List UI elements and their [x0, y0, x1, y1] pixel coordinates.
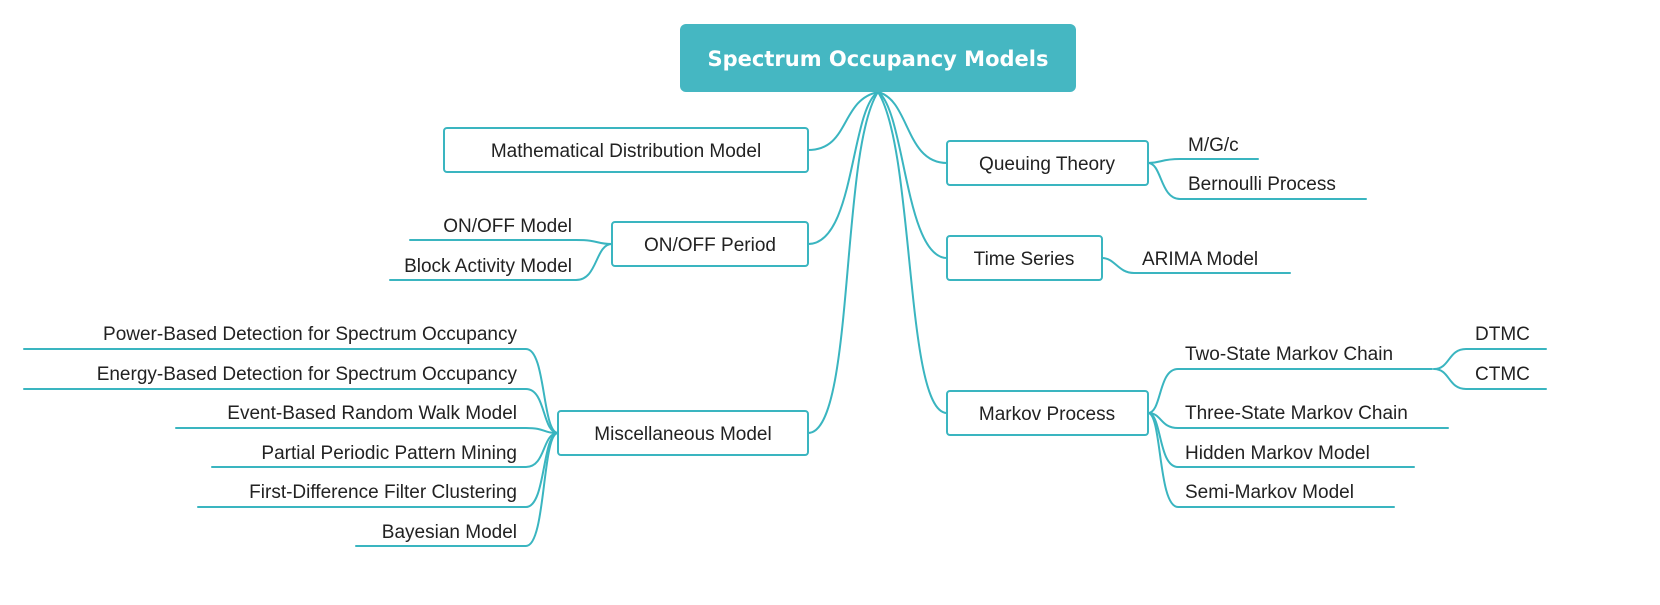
leaf-dtmc[interactable]: DTMC: [1475, 324, 1530, 345]
leaf-bernoulli-process[interactable]: Bernoulli Process: [1188, 174, 1336, 195]
branch-node-box: [611, 221, 809, 267]
leaf-onoff-model[interactable]: ON/OFF Model: [443, 216, 572, 237]
leaf-block-activity-model[interactable]: Block Activity Model: [404, 256, 572, 277]
leaf-three-state-markov-chain[interactable]: Three-State Markov Chain: [1185, 403, 1408, 424]
branch-node-box: [946, 140, 1149, 186]
leaf-ctmc[interactable]: CTMC: [1475, 364, 1530, 385]
leaf-two-state-markov-chain[interactable]: Two-State Markov Chain: [1185, 344, 1393, 365]
connector-block-activity: [389, 243, 613, 281]
branch-node-box: [946, 390, 1149, 436]
connector-markov-two-state: [1147, 368, 1433, 414]
branch-node-label: Queuing Theory: [979, 154, 1115, 175]
connector-misc-3: [175, 427, 559, 434]
root-node-label: Spectrum Occupancy Models: [708, 47, 1049, 71]
leaf-partial-periodic-pattern-mining[interactable]: Partial Periodic Pattern Mining: [261, 443, 517, 464]
leaf-hidden-markov-model[interactable]: Hidden Markov Model: [1185, 443, 1370, 464]
connector-misc-6: [355, 432, 559, 547]
leaf-bayesian-model[interactable]: Bayesian Model: [382, 522, 517, 543]
connector-queuing-bernoulli: [1147, 162, 1367, 200]
leaf-energy-based-detection[interactable]: Energy-Based Detection for Spectrum Occu…: [97, 364, 518, 385]
connector-onoff-model: [409, 239, 613, 245]
connector-root-onoff: [807, 91, 879, 245]
branch-node-time-series[interactable]: Time Series: [946, 235, 1103, 281]
branch-node-label: ON/OFF Period: [644, 235, 776, 256]
connector-timeseries-arima: [1101, 257, 1291, 274]
branch-node-onoff-period[interactable]: ON/OFF Period: [611, 221, 809, 267]
connector-root-queuing: [877, 91, 948, 164]
branch-node-label: Mathematical Distribution Model: [491, 141, 761, 162]
root-node-box: [680, 24, 1076, 92]
branch-node-label: Markov Process: [979, 404, 1115, 425]
leaf-arima-model[interactable]: ARIMA Model: [1142, 249, 1258, 270]
leaf-first-difference-filter-clustering[interactable]: First-Difference Filter Clustering: [249, 482, 517, 503]
connector-queuing-mgc: [1147, 158, 1259, 164]
connector-root-misc: [807, 91, 879, 434]
connector-two-state-ctmc: [1433, 368, 1547, 390]
branch-node-mathematical-distribution[interactable]: Mathematical Distribution Model: [443, 127, 809, 173]
leaf-event-based-random-walk[interactable]: Event-Based Random Walk Model: [227, 403, 517, 424]
connector-misc-1: [23, 348, 559, 434]
branch-node-miscellaneous[interactable]: Miscellaneous Model: [557, 410, 809, 456]
branch-node-label: Time Series: [974, 249, 1075, 270]
leaf-mgc[interactable]: M/G/c: [1188, 135, 1239, 156]
branch-node-box: [443, 127, 809, 173]
branch-node-label: Miscellaneous Model: [594, 424, 771, 445]
root-node[interactable]: Spectrum Occupancy Models: [680, 24, 1076, 92]
connector-markov-semi: [1147, 412, 1395, 508]
connector-lines: [23, 91, 1547, 547]
branch-node-box: [946, 235, 1103, 281]
connector-root-mathematical: [807, 91, 879, 151]
connector-root-markov: [877, 91, 948, 414]
leaf-power-based-detection[interactable]: Power-Based Detection for Spectrum Occup…: [103, 324, 517, 345]
branch-node-markov-process[interactable]: Markov Process: [946, 390, 1149, 436]
branch-node-queuing-theory[interactable]: Queuing Theory: [946, 140, 1149, 186]
connector-root-timeseries: [877, 91, 948, 259]
connector-misc-2: [23, 388, 559, 434]
branch-node-box: [557, 410, 809, 456]
leaf-semi-markov-model[interactable]: Semi-Markov Model: [1185, 482, 1354, 503]
connector-two-state-dtmc: [1433, 348, 1547, 370]
